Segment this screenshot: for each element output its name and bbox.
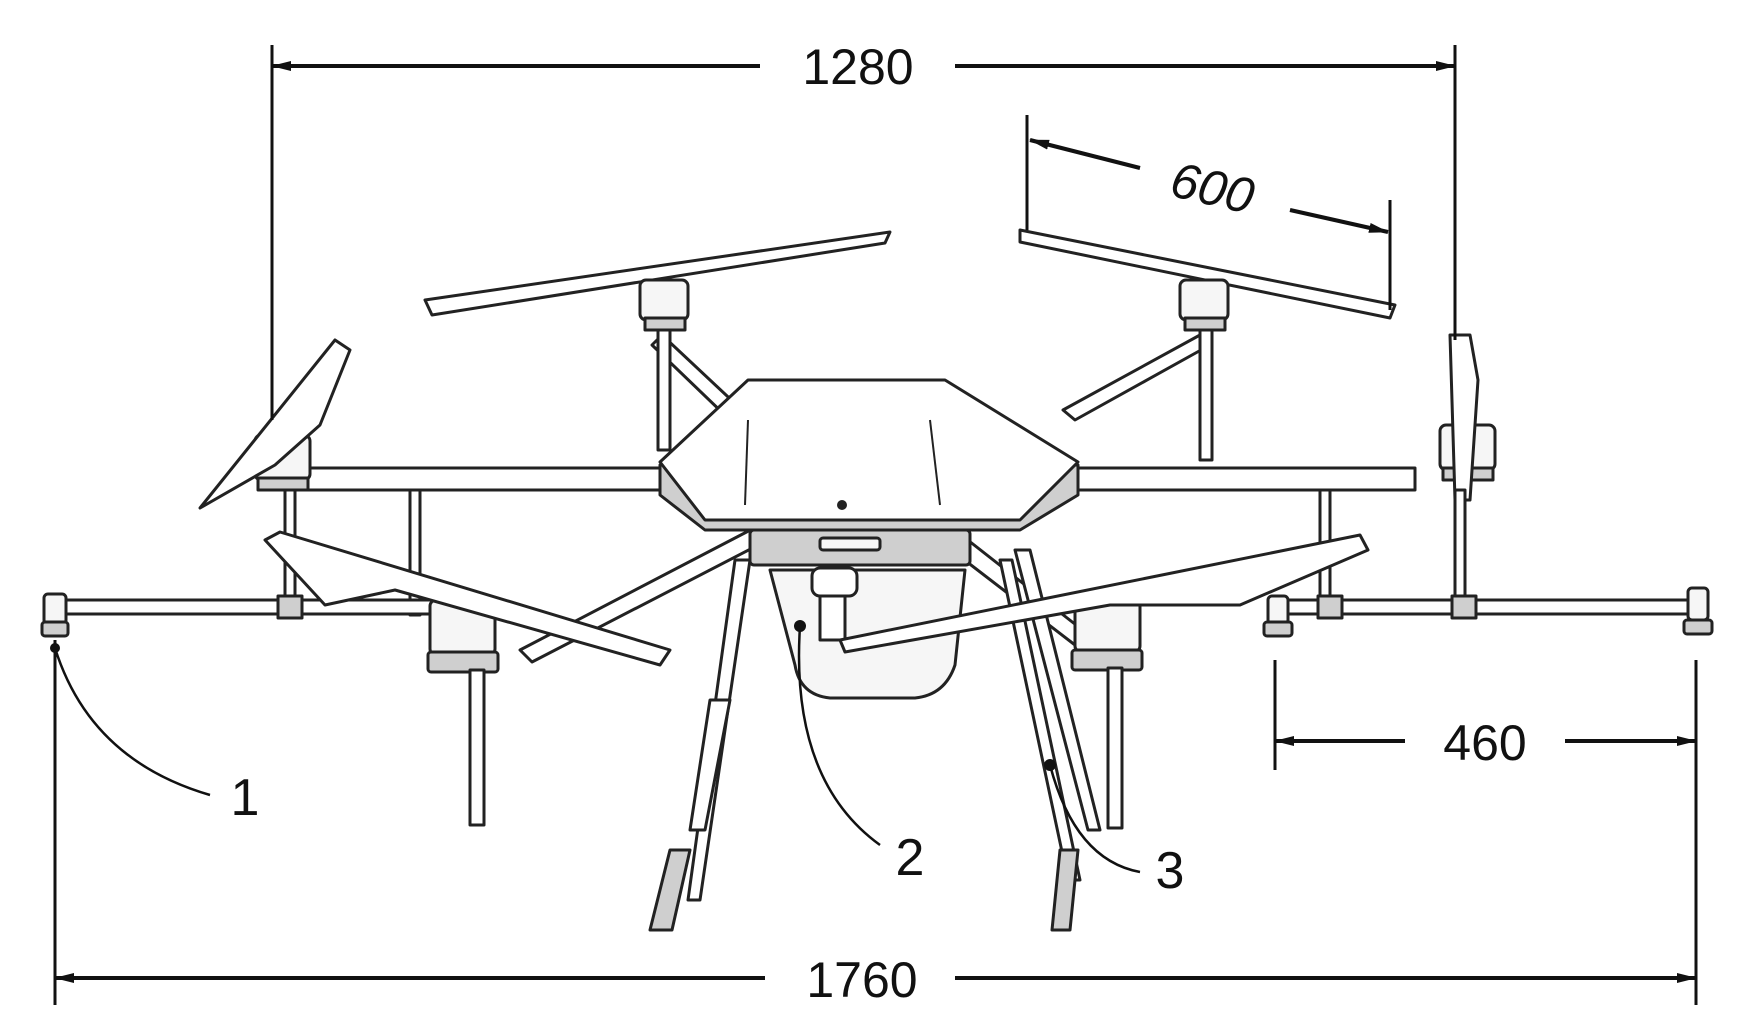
front-right-propeller <box>838 533 1370 654</box>
rear-right-propeller <box>1018 228 1397 320</box>
right-motor <box>1438 333 1497 502</box>
drone-illustration <box>40 228 1714 932</box>
dim-label-600: 600 <box>1166 151 1260 224</box>
landing-gear <box>648 548 1102 932</box>
rear-arms <box>650 328 1214 462</box>
nozzle-right-outer <box>1682 586 1714 636</box>
callout-label-1: 1 <box>231 769 260 827</box>
dim-label-1280: 1280 <box>802 39 913 95</box>
rear-left-propeller <box>423 230 892 317</box>
dimension-1280: 1280 <box>270 39 1457 420</box>
callout-3: 3 <box>1044 759 1184 900</box>
front-left-motor <box>426 598 500 827</box>
dim-label-460: 460 <box>1443 715 1526 771</box>
front-right-motor <box>1070 595 1144 830</box>
nozzle-right-inner <box>1262 594 1294 638</box>
left-motor <box>198 338 352 510</box>
dimension-1760: 1760 <box>53 640 1697 1008</box>
rear-right-motor <box>1178 278 1230 332</box>
callout-label-3: 3 <box>1156 842 1185 900</box>
rear-left-motor <box>638 278 690 332</box>
nozzle-left <box>40 592 70 638</box>
dim-label-1760: 1760 <box>806 952 917 1008</box>
callout-1: 1 <box>50 643 259 827</box>
dimension-460: 460 <box>1273 660 1698 1005</box>
callout-label-2: 2 <box>896 829 925 887</box>
callout-2: 2 <box>794 620 924 887</box>
front-left-propeller <box>263 530 672 667</box>
side-arms <box>288 466 1417 492</box>
main-body <box>658 378 1080 567</box>
